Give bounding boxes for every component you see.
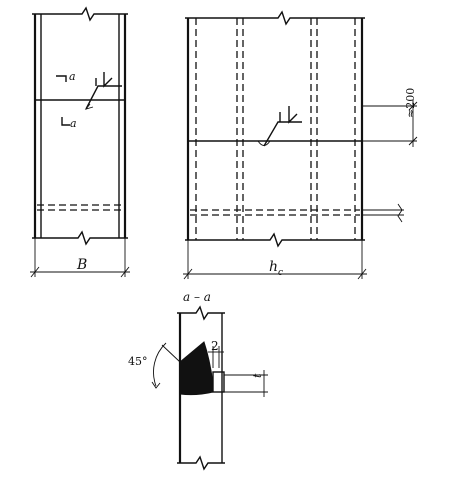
thickness-dimension-label: t [251, 373, 264, 378]
gap-dimension-label: 2 [211, 339, 219, 353]
section-mark-bottom-label: a [70, 117, 77, 130]
section-a-a-detail [151, 305, 268, 471]
width-dimension-label: B [77, 257, 88, 273]
spacing-dimension-label: ≈200 [404, 87, 417, 118]
right-elevation-view [183, 10, 418, 280]
section-mark-top-label: a [69, 70, 76, 83]
angle-label: 45° [128, 355, 148, 368]
depth-dimension-label: hc [269, 259, 284, 278]
groove-weld-fill [179, 341, 214, 396]
left-elevation-view [30, 6, 130, 278]
section-title: a – a [183, 290, 211, 304]
